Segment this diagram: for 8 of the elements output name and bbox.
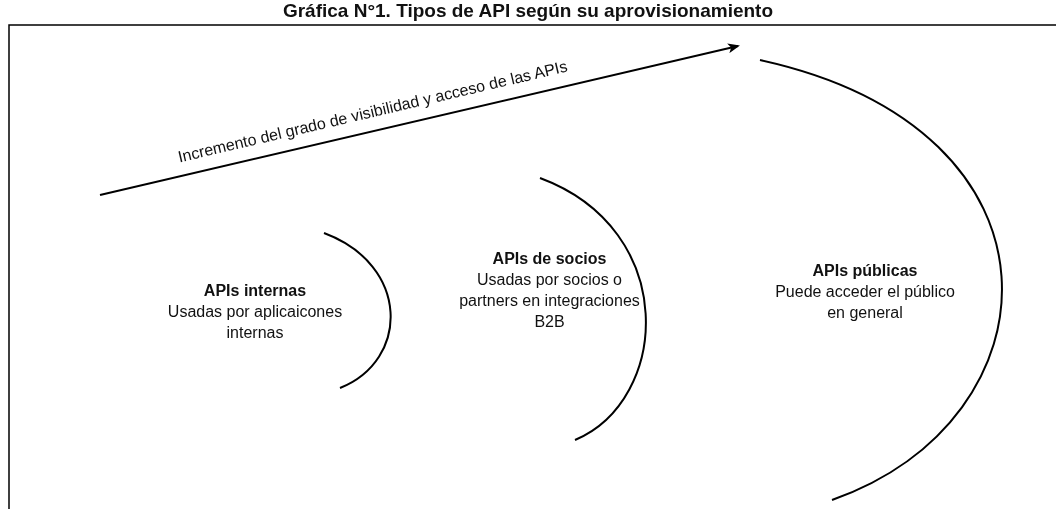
node-heading: APIs públicas bbox=[811, 261, 919, 281]
node-description: Puede acceder el público en general bbox=[774, 282, 956, 323]
arrow-label: Incremento del grado de visibilidad y acceso de las APIs bbox=[175, 57, 569, 167]
node-description: Usadas por aplicaicones internas bbox=[166, 302, 344, 343]
node-heading: APIs internas bbox=[202, 281, 308, 301]
figure-title: Gráfica N°1. Tipos de API según su aprovisionamiento bbox=[281, 0, 775, 22]
node-heading: APIs de socios bbox=[491, 249, 608, 269]
node-description: Usadas por socios o partners en integraciones B2B bbox=[458, 270, 641, 332]
